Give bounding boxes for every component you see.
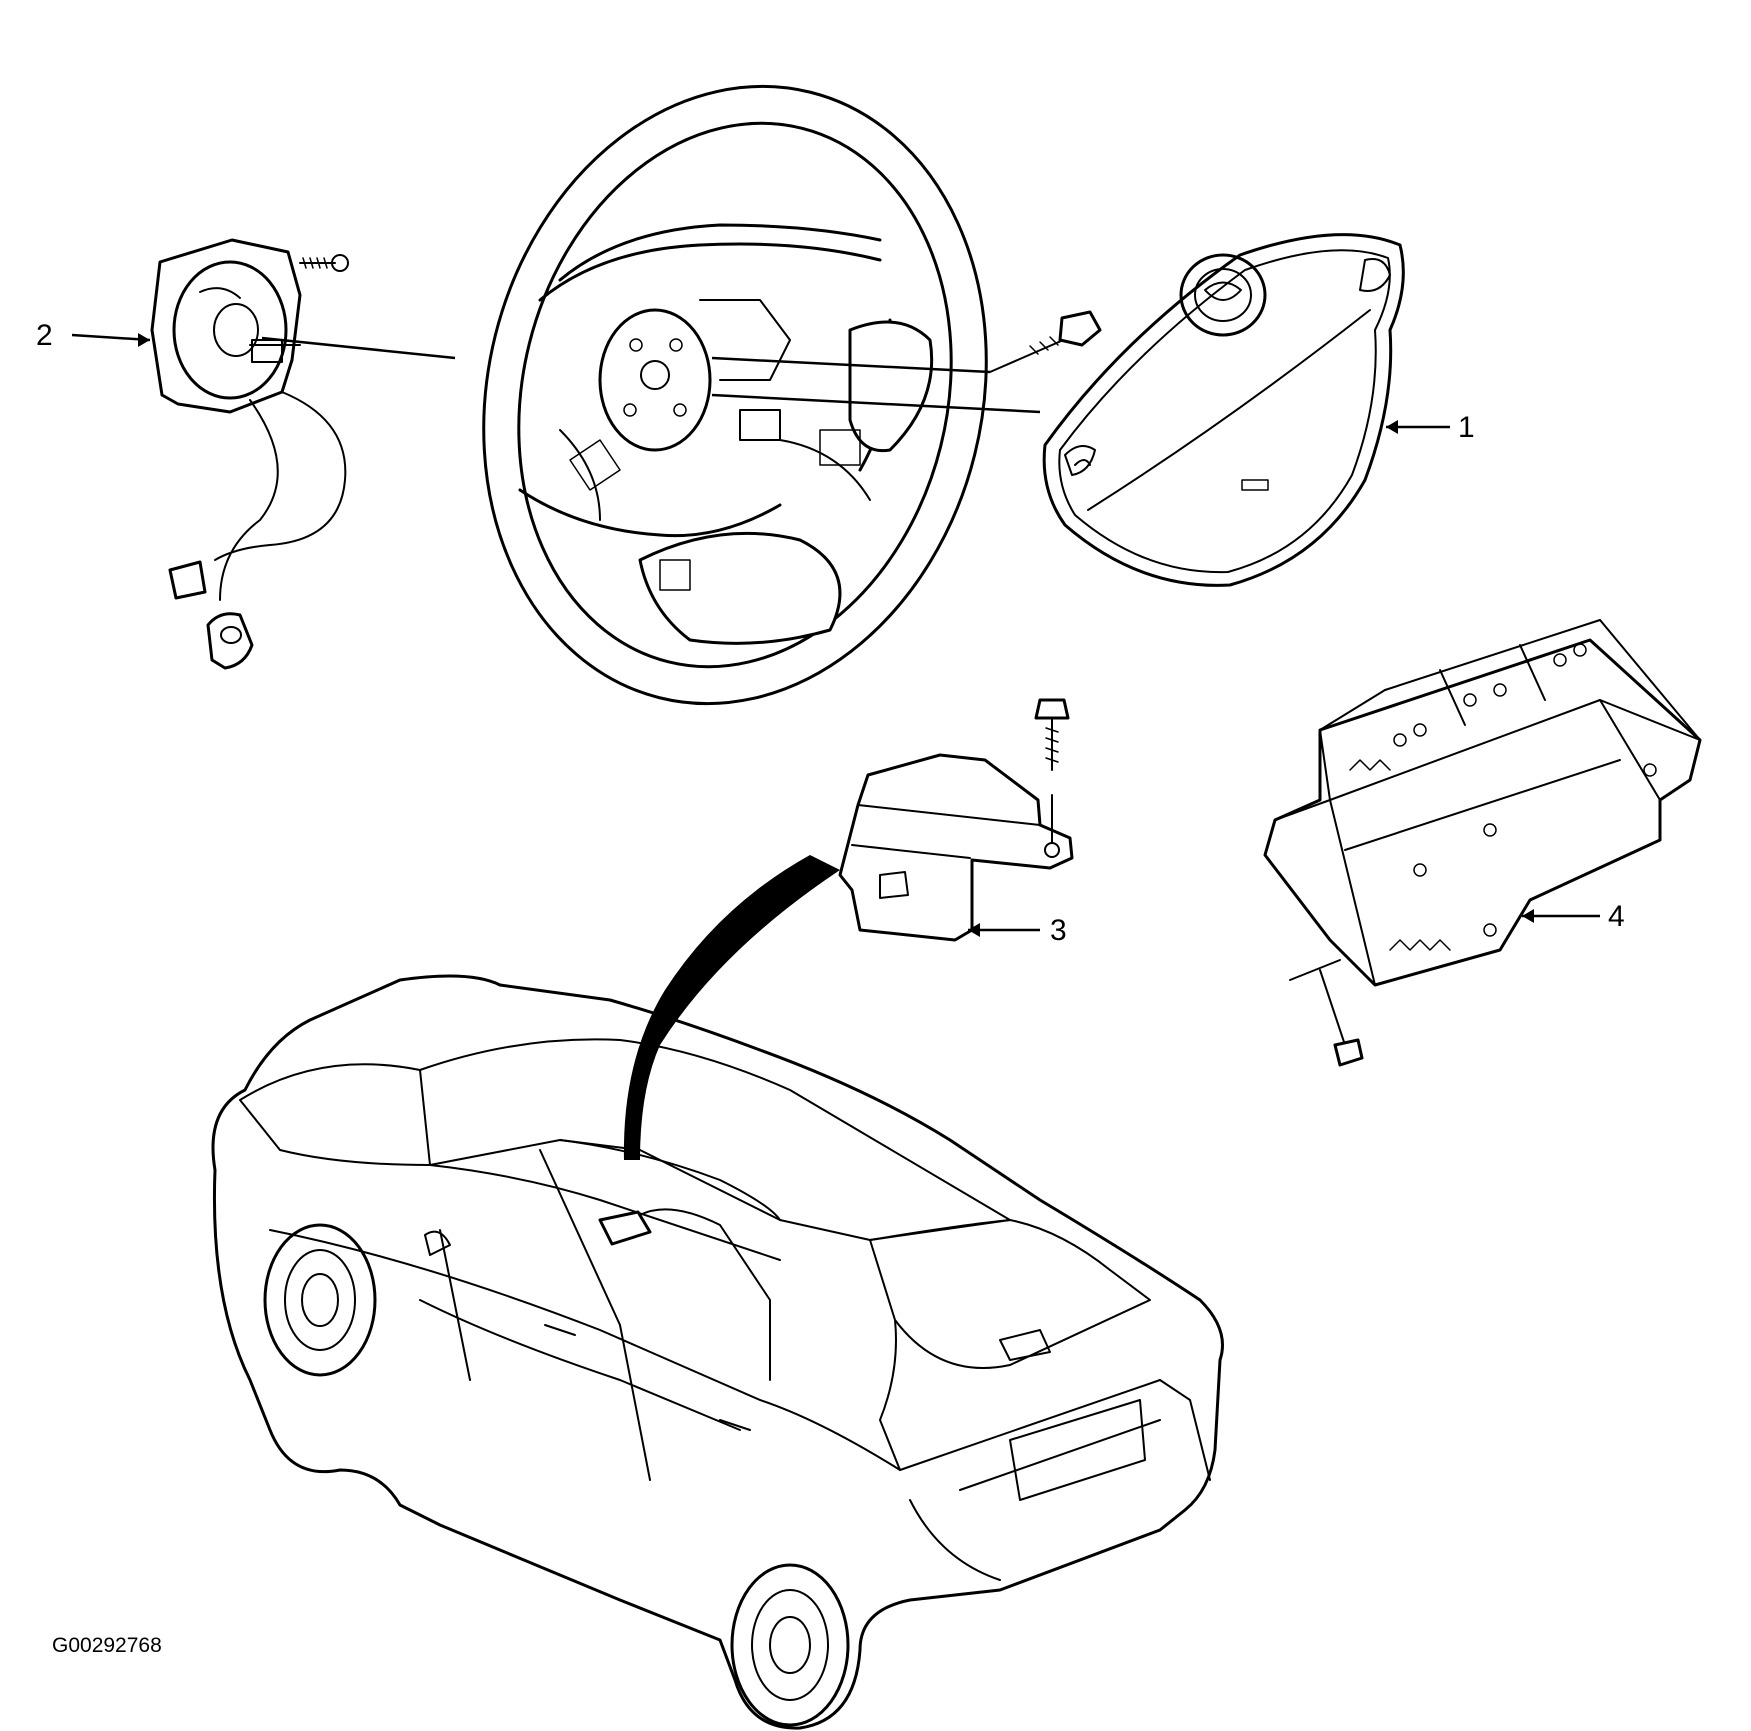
callout-1: 1: [1458, 411, 1475, 444]
callout-3: 3: [1050, 914, 1067, 947]
arrow-head: [1522, 909, 1534, 923]
leader-line: [711, 393, 1041, 414]
figure-id: G00292768: [52, 1634, 162, 1657]
leader-line: [711, 356, 991, 374]
arrow-head: [1386, 420, 1398, 434]
location-wedge: [623, 855, 840, 1160]
callout-2: 2: [36, 319, 53, 352]
sdm-control-unit-icon: [838, 698, 1074, 942]
leader-line: [71, 333, 151, 342]
air-bag-module-icon: [1042, 233, 1405, 587]
arrow-head: [968, 923, 980, 937]
bolt-icon: [989, 310, 1102, 373]
clock-spring-icon: [150, 238, 349, 670]
leader-line: [261, 336, 456, 360]
steering-wheel-icon: [482, 84, 988, 706]
passenger-air-bag-icon: [1263, 619, 1702, 1067]
sedan-vehicle-icon: [211, 974, 1224, 1730]
callout-4: 4: [1608, 900, 1625, 933]
arrow-head: [138, 333, 150, 347]
